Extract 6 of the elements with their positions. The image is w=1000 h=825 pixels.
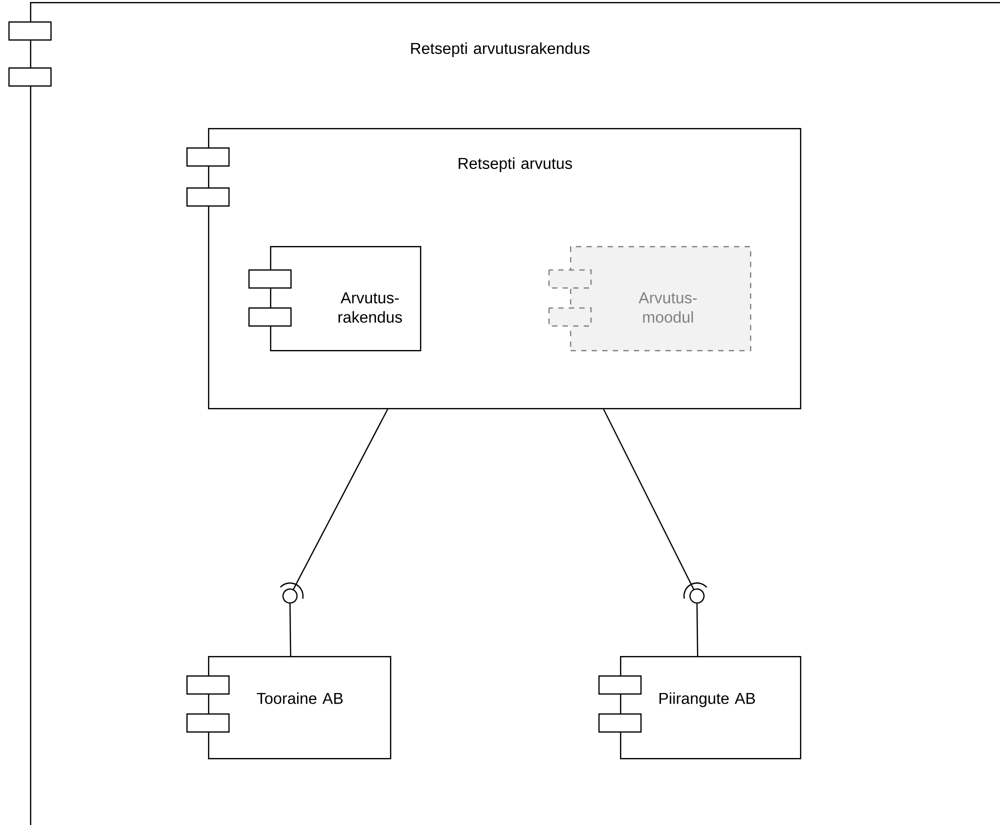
ball-socket-connector	[603, 408, 708, 656]
component-box: Piirangute AB	[598, 656, 802, 760]
ball-socket-connector	[280, 408, 388, 656]
component-box: Tooraine AB	[186, 656, 392, 760]
component-box: Arvutus- moodul	[548, 246, 752, 352]
component-box: Arvutus- rakendus	[248, 246, 422, 352]
